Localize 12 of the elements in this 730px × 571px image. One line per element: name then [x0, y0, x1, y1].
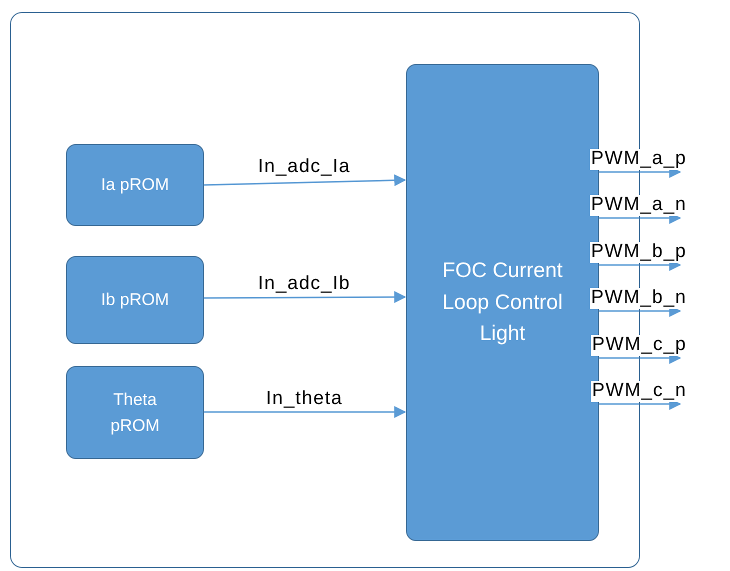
arrow	[203, 291, 406, 304]
process-box: Theta pROM	[66, 366, 204, 459]
edge-label: In_adc_Ib	[257, 274, 352, 295]
arrow	[203, 406, 406, 418]
edge-label: In_theta	[265, 389, 344, 410]
edge-label: In_adc_Ia	[257, 157, 352, 178]
process-box: Ia pROM	[66, 144, 204, 226]
process-box: Ib pROM	[66, 256, 204, 344]
edge-label: PWM_b_p	[590, 242, 688, 263]
edge-label: PWM_a_p	[590, 149, 688, 170]
edge-label: PWM_c_p	[591, 335, 688, 356]
arrow	[202, 174, 406, 186]
